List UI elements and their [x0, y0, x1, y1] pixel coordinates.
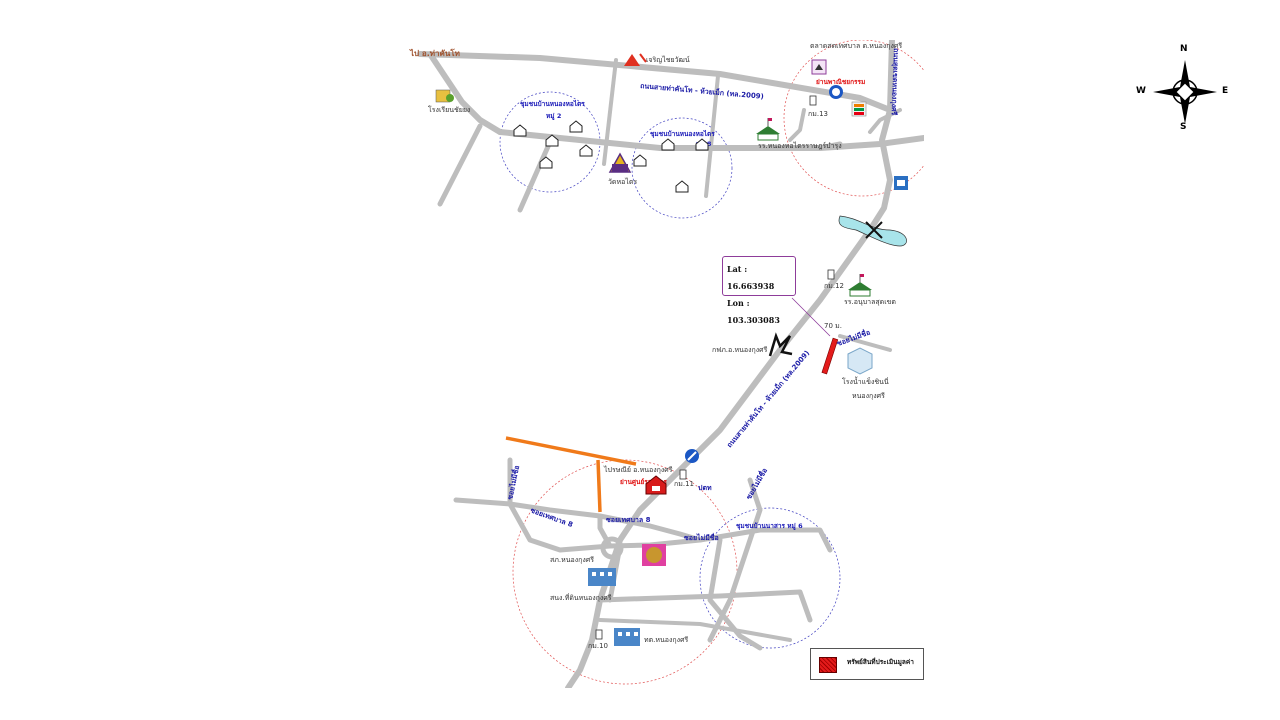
market-icon: [811, 59, 827, 75]
road-community-2: [704, 74, 720, 198]
longitude-label: Lon : 103.303083: [727, 298, 780, 325]
label-community-1: ชุมชนบ้านหนองหอไตร: [520, 99, 585, 108]
road-km13: [788, 108, 806, 142]
label-community-1-moo: หมู่ 2: [546, 112, 561, 121]
soi-thesaban-8: [507, 501, 613, 553]
road-nasaan-1: [707, 477, 763, 643]
road-lamp: [602, 58, 618, 166]
direction-label: ไป อ.ท่าคันโท: [409, 48, 460, 58]
compass-south: S: [1180, 122, 1187, 132]
label-school-top-left: โรงเรียนชัยยง: [428, 105, 470, 114]
factory-icon: [847, 347, 873, 375]
road-network: [417, 40, 924, 688]
post-office-icon: [645, 475, 667, 495]
label-pea: กฟภ.อ.หนองกุงศรี: [712, 346, 768, 354]
label-factory: โรงน้ำแข็งชินนี่: [842, 375, 889, 386]
gov-center-circle: [512, 459, 738, 685]
bank-icon: [894, 176, 908, 190]
pea-icon: [768, 332, 793, 357]
bridge-icon: [865, 221, 883, 239]
house-icon: [513, 120, 709, 193]
orange-road-north: [505, 436, 637, 466]
road-nasaan-4: [598, 618, 792, 642]
label-agri: ทต.หนองกุงศรี: [644, 636, 689, 644]
compass-east: E: [1222, 86, 1229, 96]
gas-station-icon: [685, 449, 699, 463]
label-soi-2: ซอยไม่มีชื่อ: [504, 464, 521, 500]
map-canvas: ถนนสายท่าคันโท - ห้วยเม็ก (ทล.2009) ถนนส…: [409, 40, 924, 688]
label-ptt: ปตท: [698, 484, 712, 492]
label-police: สภ.หนองกุงศรี: [550, 556, 594, 564]
highway-2009: [565, 40, 895, 688]
label-community-3: ชุมชนบ้านนาสาร หมู่ 6: [736, 521, 803, 531]
label-soi-6: ซอยเทศบาล 8: [606, 516, 651, 524]
community-circle-3: [699, 507, 841, 649]
property-marker: [821, 337, 839, 375]
ptt-icon-top: [829, 85, 843, 99]
legend-swatch-icon: [819, 657, 837, 673]
label-km13: กม.13: [808, 110, 828, 118]
commerce-circle: [783, 40, 924, 197]
coord-pointer-line: [791, 297, 831, 337]
label-school-mid: รร.หนองหอไตรราษฎร์บำรุง: [758, 141, 842, 150]
latitude-label: Lat : 16.663938: [727, 264, 775, 291]
government-icon: [588, 568, 616, 586]
road-nasaan-3: [597, 589, 813, 623]
label-temple-hor: วัดหอไตร: [608, 177, 637, 186]
road-label-north: ถนนสายท่าคันโท - ห้วยเม็ก (ทล.2009): [640, 81, 764, 101]
label-community-2: ชุมชนบ้านหนองหอไตร: [650, 129, 715, 138]
map-legend: ทรัพย์สินที่ประเมินมูลค่า: [810, 648, 924, 680]
label-post-office: ไปรษณีย์ อ.หนองกุงศรี: [603, 465, 673, 474]
temple-icon: [624, 53, 647, 66]
school-icon: [435, 89, 454, 103]
compass-icon: [1153, 60, 1217, 124]
label-km10: กม.10: [588, 642, 608, 650]
legend-label: ทรัพย์สินที่ประเมินมูลค่า: [847, 658, 914, 666]
road-community-1: [517, 139, 553, 213]
road-nasaan-2: [707, 537, 763, 651]
km-post-icon-11: [679, 469, 687, 480]
school-mid-icon: [756, 118, 780, 141]
school-right-icon: [848, 274, 872, 297]
label-distance: 70 ม.: [824, 322, 842, 330]
label-school-right: รร.อนุบาลสุดเขต: [844, 298, 896, 306]
road-soi-thesaban: [453, 497, 703, 543]
coordinate-box: Lat : 16.663938 Lon : 103.303083: [722, 256, 796, 325]
location-map: ถนนสายท่าคันโท - ห้วยเม็ก (ทล.2009) ถนนส…: [400, 40, 924, 688]
km-post-icon-12: [827, 269, 835, 280]
compass-north: N: [1180, 44, 1188, 54]
seven-eleven-icon: [851, 101, 867, 117]
agri-icon: [614, 628, 640, 646]
label-soi-4: ซอยไม่มีชื่อ: [684, 532, 719, 542]
road-east: [868, 108, 902, 134]
orange-road-south: [596, 459, 602, 513]
km-post-icon: [809, 95, 817, 106]
label-gov-center: ย่านศูนย์ราชการ: [620, 478, 667, 487]
road-north: [417, 51, 893, 113]
label-factory-2: หนองกุงศรี: [852, 392, 885, 400]
road-label-east: ถนนสุดเขตหนองกุงศรี: [890, 48, 900, 116]
label-km11: กม.11: [674, 480, 694, 488]
label-land-office: สนง.ที่ดินหนองกุงศรี: [550, 593, 612, 602]
label-km12: กม.12: [824, 282, 844, 290]
label-commerce: ย่านพาณิชยกรรม: [816, 78, 865, 86]
compass-west: W: [1136, 86, 1146, 96]
road-northwest: [427, 51, 503, 135]
road-nw-diag: [437, 123, 483, 207]
roundabout: [600, 536, 624, 560]
label-market: ตลาดสดเทศบาล ต.หนองกุงศรี: [810, 42, 902, 50]
soi-east: [838, 334, 892, 352]
temple-hor-icon: [608, 152, 632, 173]
compass-rose: N S W E: [1136, 44, 1229, 134]
road-link: [817, 141, 843, 151]
community-circle-2: [631, 117, 733, 219]
police-icon: [642, 544, 666, 566]
km-post-icon-10: [595, 629, 603, 640]
label-lamp: เจริญไชยวัฒน์: [646, 55, 690, 64]
road-south-loop: [597, 513, 833, 553]
